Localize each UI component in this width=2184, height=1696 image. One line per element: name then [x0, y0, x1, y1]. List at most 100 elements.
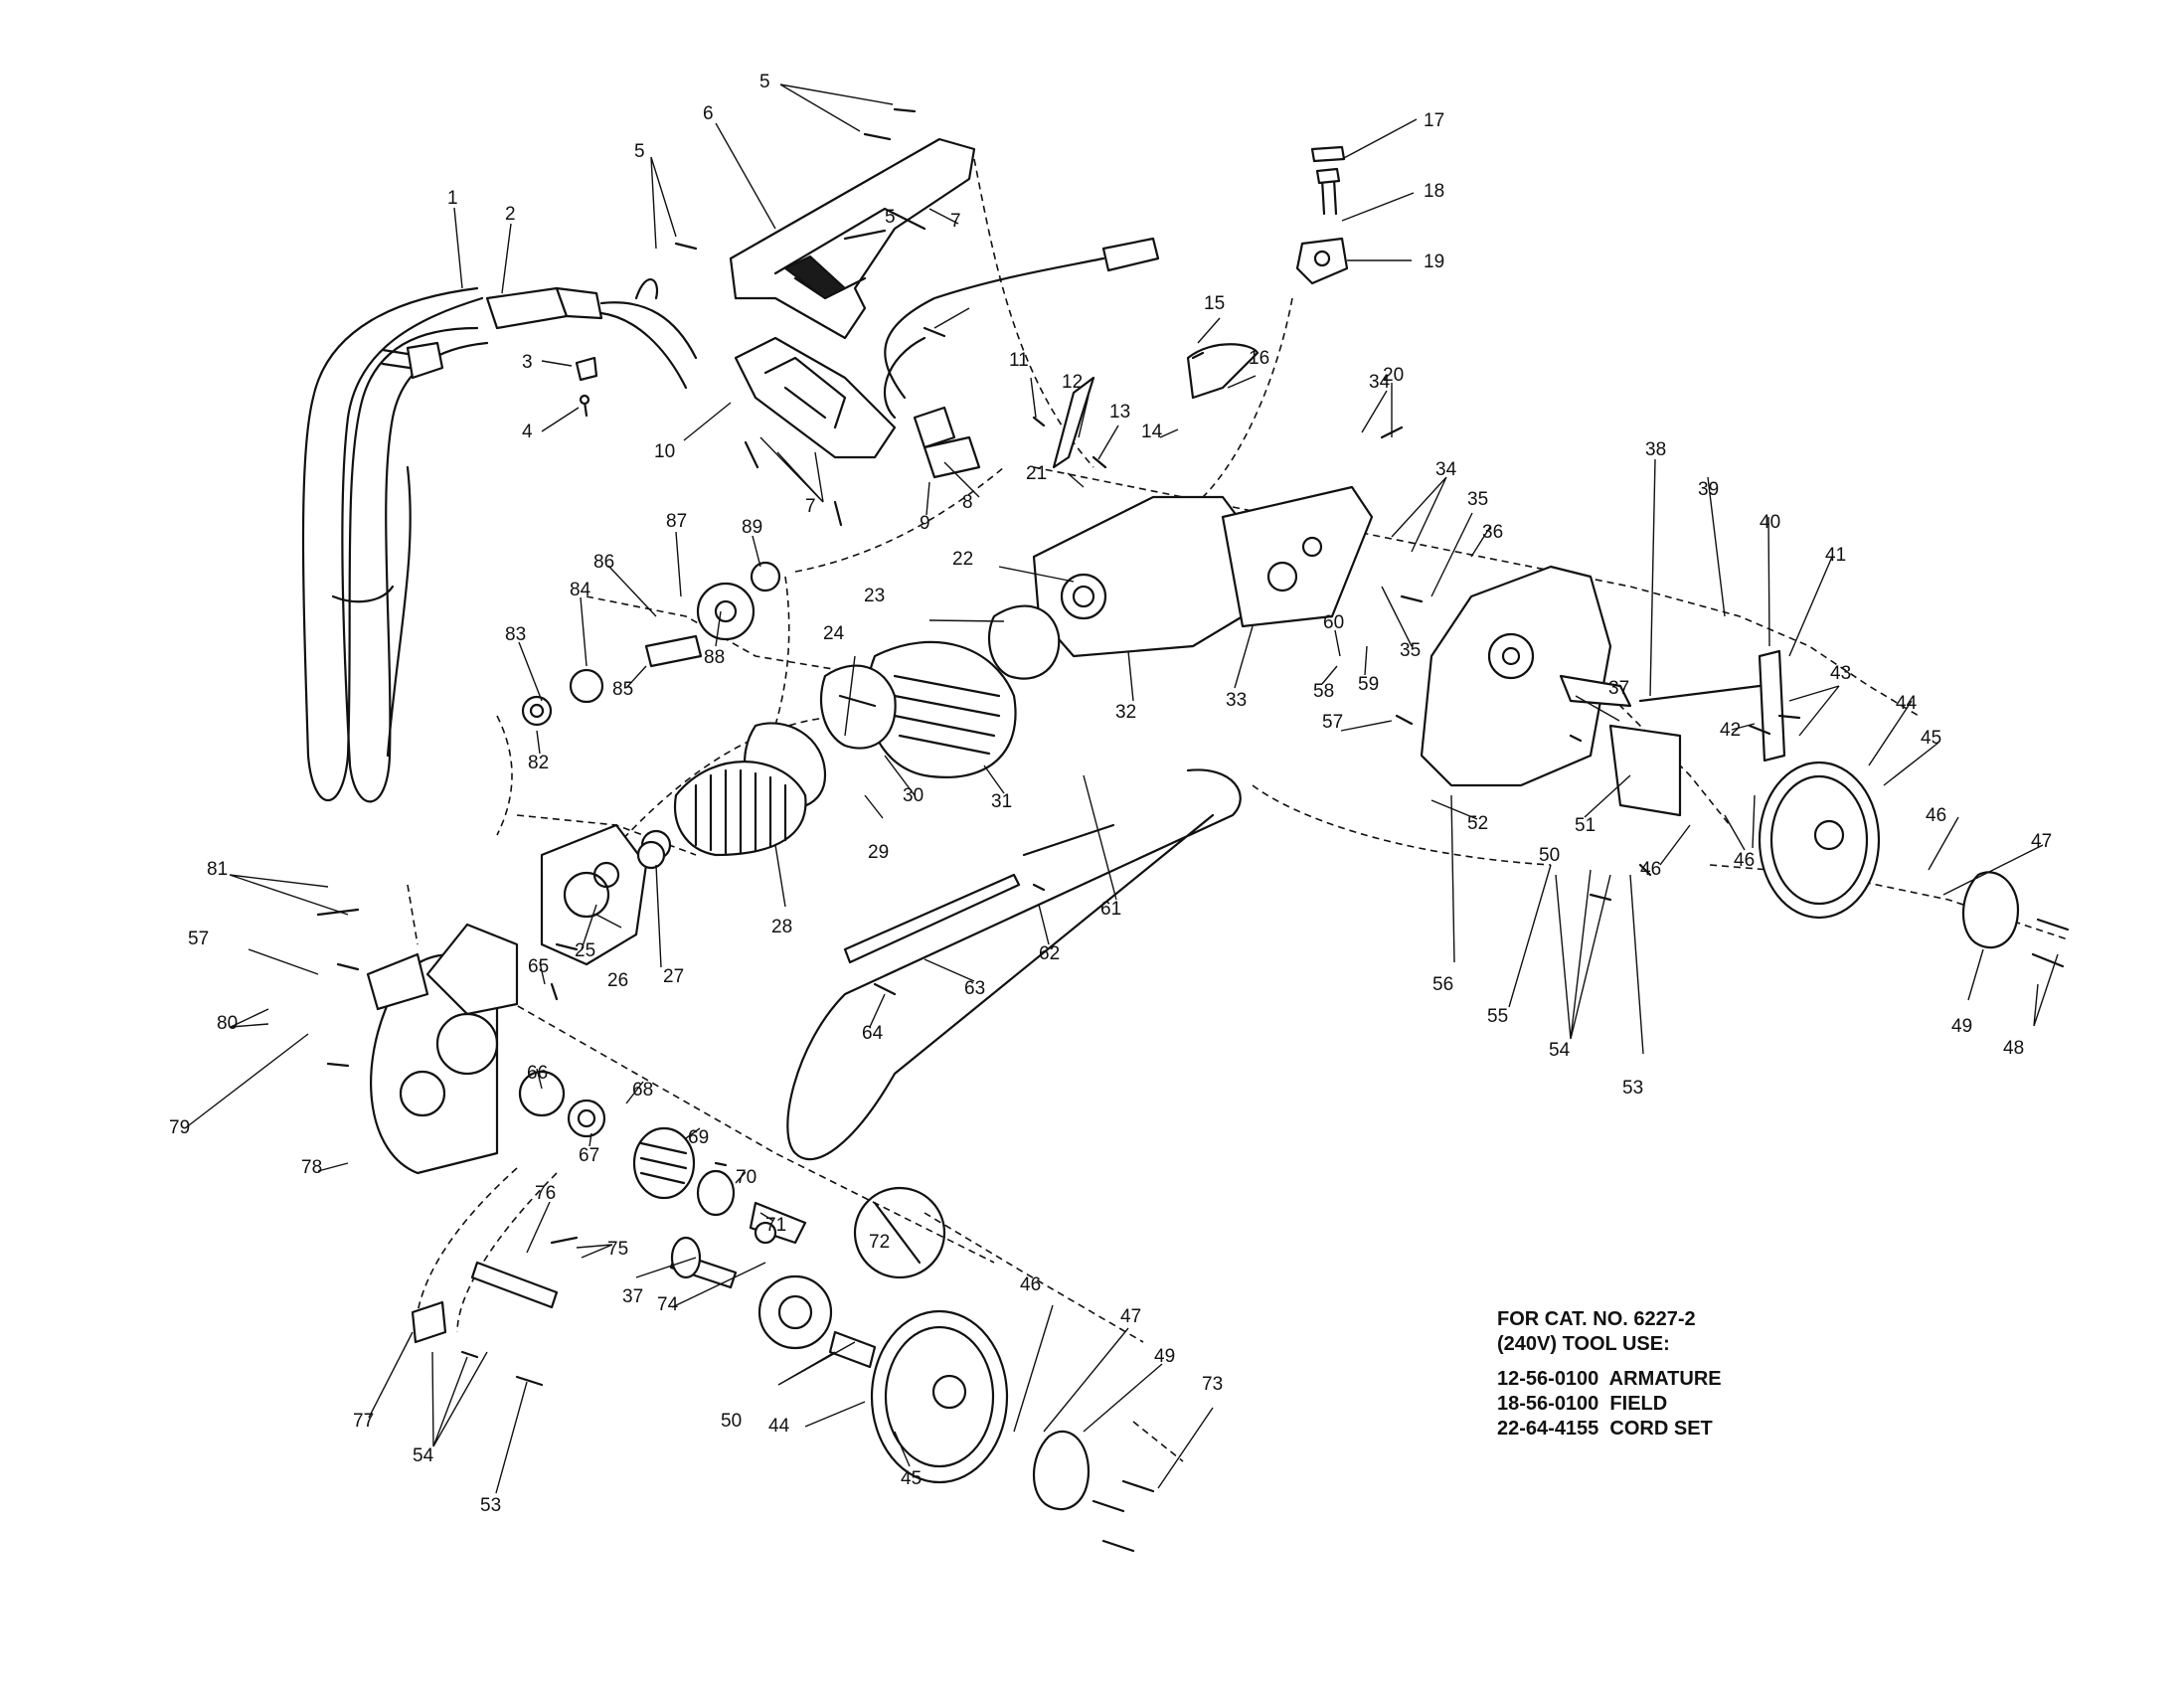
- callout-72: 72: [869, 1232, 890, 1253]
- callout-1: 1: [447, 188, 458, 209]
- callout-76: 76: [535, 1183, 556, 1204]
- callout-62: 62: [1039, 943, 1060, 964]
- callout-5: 5: [634, 141, 645, 162]
- callout-51: 51: [1575, 815, 1596, 836]
- note-item-field: 18-56-0100 FIELD: [1497, 1393, 1668, 1415]
- callout-7: 7: [805, 496, 816, 517]
- right-frame: [1420, 565, 1786, 817]
- callout-38: 38: [1645, 439, 1666, 460]
- callout-88: 88: [704, 647, 725, 668]
- brush-holder-29: [820, 664, 897, 750]
- callout-87: 87: [666, 511, 687, 532]
- baffle-22: [987, 604, 1061, 680]
- callout-82: 82: [528, 753, 549, 773]
- callout-9: 9: [920, 513, 930, 534]
- gear-case-cover-24: [540, 823, 648, 966]
- callout-43: 43: [1830, 663, 1851, 684]
- callout-46: 46: [1020, 1274, 1041, 1295]
- attachment-plug: [406, 341, 444, 380]
- callout-35: 35: [1400, 640, 1421, 661]
- callout-26: 26: [607, 970, 628, 991]
- left-gear-case: [366, 823, 666, 1175]
- callout-80: 80: [217, 1013, 238, 1034]
- callout-23: 23: [864, 586, 885, 606]
- worm-shaft-86: [644, 634, 703, 668]
- callout-57: 57: [188, 929, 209, 949]
- callout-34: 34: [1369, 372, 1391, 393]
- callout-34: 34: [1435, 459, 1457, 480]
- callout-71: 71: [765, 1215, 786, 1236]
- wheel-left: [870, 1309, 1091, 1511]
- gear-88: [696, 582, 756, 641]
- callout-3: 3: [522, 352, 533, 373]
- callout-8: 8: [962, 492, 973, 513]
- callout-47: 47: [2031, 831, 2052, 852]
- callout-39: 39: [1698, 479, 1719, 500]
- callout-52: 52: [1467, 813, 1488, 834]
- callout-7: 7: [950, 211, 961, 232]
- callout-83: 83: [505, 624, 526, 645]
- callout-59: 59: [1358, 674, 1379, 695]
- callout-57: 57: [1322, 712, 1343, 733]
- note-heading-1: FOR CAT. NO. 6227-2: [1497, 1308, 1696, 1330]
- trigger-12: [1052, 376, 1095, 469]
- blade-guide-62: [843, 873, 1021, 964]
- plate-40: [1758, 649, 1786, 763]
- callout-70: 70: [736, 1167, 756, 1188]
- cord-strain-relief: [485, 286, 569, 330]
- callout-41: 41: [1825, 545, 1846, 566]
- cord-clamp: [575, 356, 598, 382]
- bearing-26: [636, 840, 666, 870]
- lock-button-16: [1186, 343, 1260, 400]
- callout-31: 31: [991, 791, 1012, 812]
- flange-49-left: [1032, 1430, 1091, 1511]
- note-heading-2: (240V) TOOL USE:: [1497, 1333, 1670, 1355]
- callout-68: 68: [632, 1080, 653, 1101]
- callout-10: 10: [654, 441, 675, 462]
- callout-30: 30: [903, 785, 924, 806]
- callout-27: 27: [663, 966, 684, 987]
- callout-50: 50: [721, 1411, 742, 1432]
- lower-drive: [411, 1070, 946, 1369]
- cord-set: [301, 278, 698, 803]
- callout-66: 66: [527, 1063, 548, 1084]
- bearing-89: [750, 561, 781, 593]
- note-item-armature: 12-56-0100 ARMATURE: [1497, 1368, 1722, 1390]
- callout-37: 37: [622, 1286, 643, 1307]
- callout-leaders: [184, 84, 2059, 1494]
- block-77: [411, 1300, 447, 1344]
- callout-86: 86: [593, 552, 614, 573]
- callout-78: 78: [301, 1157, 322, 1178]
- motor-housing-31: [1032, 495, 1255, 658]
- callout-37: 37: [1608, 678, 1629, 699]
- callout-22: 22: [952, 549, 973, 570]
- callout-53: 53: [1622, 1078, 1643, 1099]
- callout-61: 61: [1100, 899, 1121, 920]
- motor-housing: [820, 485, 1374, 778]
- callout-44: 44: [1896, 693, 1918, 714]
- spring-84: [569, 668, 604, 704]
- callout-54: 54: [413, 1445, 434, 1466]
- callout-24: 24: [823, 623, 845, 644]
- wheel-right: [1758, 761, 2020, 949]
- handle-half-10: [734, 336, 897, 459]
- callout-81: 81: [207, 859, 228, 880]
- fasteners: [316, 107, 2070, 1553]
- nut-17: [1310, 145, 1346, 163]
- callout-63: 63: [964, 978, 985, 999]
- sprocket-74: [757, 1274, 833, 1350]
- callout-13: 13: [1109, 402, 1130, 423]
- callout-17: 17: [1424, 110, 1444, 131]
- clamp-19: [1295, 237, 1349, 285]
- callout-29: 29: [868, 842, 889, 863]
- callout-46: 46: [1734, 850, 1755, 871]
- callout-73: 73: [1202, 1374, 1223, 1395]
- callout-50: 50: [1539, 845, 1560, 866]
- flange-49-right: [1961, 871, 2020, 949]
- callout-44: 44: [768, 1416, 790, 1437]
- callout-16: 16: [1249, 348, 1269, 369]
- callout-56: 56: [1432, 974, 1453, 995]
- callout-69: 69: [688, 1127, 709, 1148]
- callout-54: 54: [1549, 1040, 1571, 1061]
